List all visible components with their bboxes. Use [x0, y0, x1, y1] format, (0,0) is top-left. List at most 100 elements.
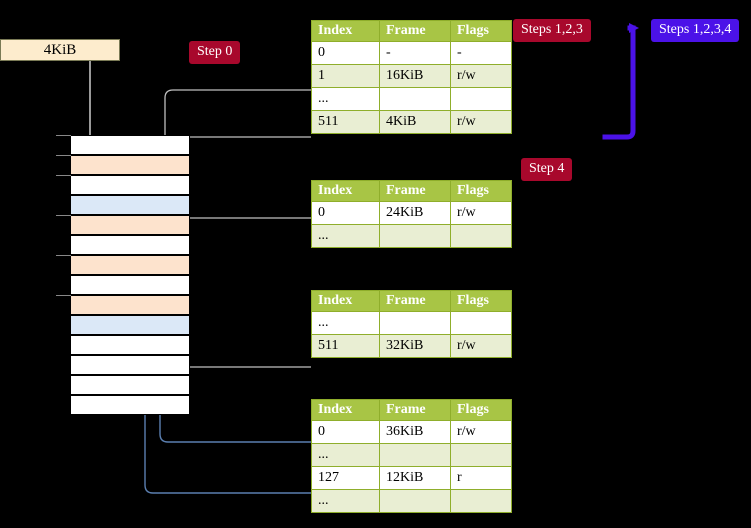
table-cell: ... [311, 311, 380, 335]
table-cell: 0 [311, 420, 380, 444]
table-cell: ... [311, 224, 380, 248]
table-row: 0-- [311, 41, 512, 65]
table-cell [379, 87, 451, 111]
table-cell [379, 489, 451, 513]
link-table2-511-to-memory [177, 304, 311, 368]
link-table1-0-to-memory [177, 217, 311, 262]
memory-frame-row [56, 295, 190, 315]
table-header-index: Index [311, 180, 380, 202]
table-row: ... [311, 224, 512, 248]
size-box-label: 4KiB [43, 41, 77, 58]
memory-frame-row [56, 175, 190, 195]
table-header-frame: Frame [379, 399, 451, 421]
memory-frame-row [56, 155, 190, 175]
table-cell: 0 [311, 41, 380, 65]
table-cell [450, 87, 512, 111]
table-cell: ... [311, 87, 380, 111]
table-cell: - [379, 41, 451, 65]
table-cell: 511 [311, 334, 380, 358]
table2-edge-marker [479, 359, 483, 369]
table-header-index: Index [311, 290, 380, 312]
memory-frame-row [70, 395, 190, 415]
table-header-flags: Flags [450, 399, 512, 421]
memory-row-tick [56, 255, 71, 256]
memory-frame-row [56, 215, 190, 235]
memory-frame-row [70, 235, 190, 255]
table-header-flags: Flags [450, 20, 512, 42]
table-cell: 127 [311, 466, 380, 490]
link-table0-511-to-memory [169, 136, 311, 156]
badge-steps-1-2-3: Steps 1,2,3 [513, 19, 591, 42]
table-header-index: Index [311, 399, 380, 421]
table-cell: 0 [311, 201, 380, 225]
table-cell: 511 [311, 110, 380, 134]
table-row: ... [311, 311, 512, 335]
table-row: ... [311, 489, 512, 513]
table-cell: r/w [450, 201, 512, 225]
table-header-frame: Frame [379, 180, 451, 202]
memory-row-tick [56, 295, 71, 296]
table-cell: - [450, 41, 512, 65]
table-cell [379, 443, 451, 467]
memory-frame-row [70, 355, 190, 375]
size-box-4kib: 4KiB [0, 39, 120, 61]
table-header-flags: Flags [450, 290, 512, 312]
table-cell: 1 [311, 64, 380, 88]
table-cell: r/w [450, 64, 512, 88]
table-row: ... [311, 87, 512, 111]
table-cell [450, 443, 512, 467]
memory-row-tick [56, 155, 71, 156]
table-cell [379, 224, 451, 248]
table-header-frame: Frame [379, 20, 451, 42]
memory-frame-row [56, 255, 190, 275]
badge-step-0: Step 0 [189, 41, 241, 64]
memory-column [56, 135, 190, 415]
memory-row-tick [56, 175, 71, 176]
table-cell: 36KiB [379, 420, 451, 444]
table-cell [450, 311, 512, 335]
badge-steps-1-2-3-4: Steps 1,2,3,4 [651, 19, 740, 42]
table-cell: ... [311, 443, 380, 467]
memory-frame-row [70, 375, 190, 395]
table-cell [379, 311, 451, 335]
memory-row-tick [56, 215, 71, 216]
memory-frame-row [70, 275, 190, 295]
memory-frame-row [70, 195, 190, 215]
table-header-frame: Frame [379, 290, 451, 312]
table-cell: r/w [450, 110, 512, 134]
memory-frame-row [70, 335, 190, 355]
memory-frame-row [70, 315, 190, 335]
table-cell: 24KiB [379, 201, 451, 225]
memory-row-tick [56, 135, 71, 136]
table-header-flags: Flags [450, 180, 512, 202]
table-cell: 32KiB [379, 334, 451, 358]
table-cell: 4KiB [379, 110, 451, 134]
table-row: ... [311, 443, 512, 467]
table-cell [450, 489, 512, 513]
badge-step-4: Step 4 [521, 158, 573, 181]
table-cell: ... [311, 489, 380, 513]
table-cell: r/w [450, 334, 512, 358]
table-cell: 12KiB [379, 466, 451, 490]
table-cell: r/w [450, 420, 512, 444]
table-cell: 16KiB [379, 64, 451, 88]
table-header-index: Index [311, 20, 380, 42]
memory-frame-row [56, 135, 190, 155]
steps-bracket-arrow [602, 23, 639, 140]
table-cell [450, 224, 512, 248]
